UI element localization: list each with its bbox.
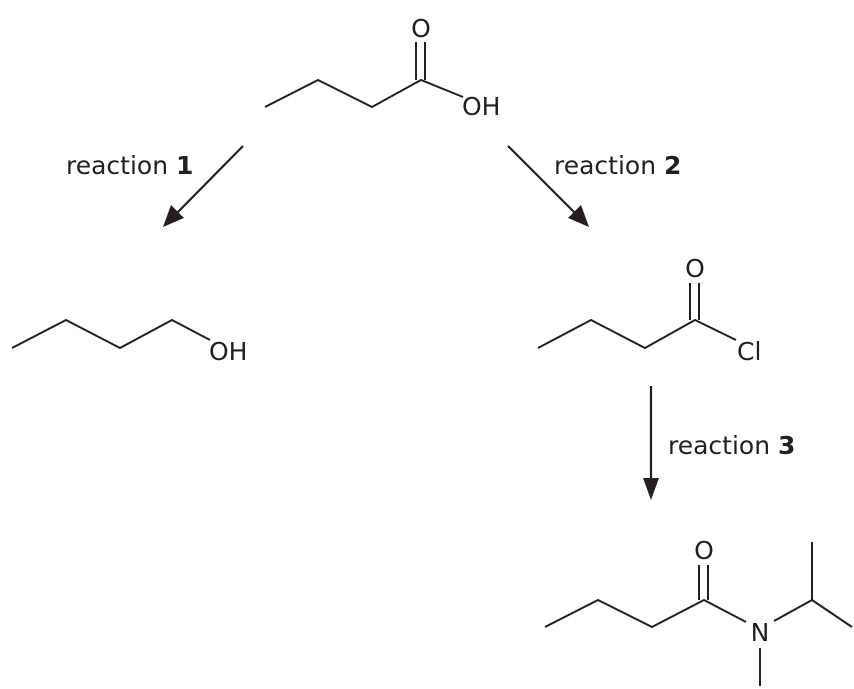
butanoyl-chloride-carbonyl-oxygen: O bbox=[685, 254, 705, 283]
butanol-hydroxyl: OH bbox=[209, 337, 247, 366]
amide-nitrogen: N bbox=[751, 618, 770, 647]
butanoic-acid-carbonyl-oxygen: O bbox=[411, 14, 431, 43]
butanol-chain bbox=[11, 318, 211, 350]
amide-structure: O N bbox=[544, 536, 853, 686]
reaction-1-number: 1 bbox=[176, 151, 193, 180]
reaction-2-arrowhead bbox=[568, 205, 589, 227]
reaction-3-number: 3 bbox=[778, 431, 795, 460]
butanoyl-chloride-chlorine: Cl bbox=[737, 337, 761, 366]
butanol-structure: OH bbox=[11, 318, 247, 366]
butanoic-acid-chain bbox=[264, 78, 464, 109]
reaction-1-arrow bbox=[163, 145, 244, 227]
reaction-1-arrowhead bbox=[163, 205, 184, 227]
reaction-2-label: reaction 2 bbox=[554, 151, 681, 180]
butanoic-acid-hydroxyl: OH bbox=[462, 92, 500, 121]
butanoyl-chloride-structure: O Cl bbox=[537, 254, 761, 366]
reaction-3-arrow bbox=[643, 386, 659, 500]
reaction-1-label: reaction 1 bbox=[66, 151, 193, 180]
reaction-3-label: reaction 3 bbox=[668, 431, 795, 460]
butanoic-acid-structure: O OH bbox=[264, 14, 500, 121]
amide-isopropyl-methyl-right bbox=[811, 599, 853, 628]
reaction-2-number: 2 bbox=[664, 151, 681, 180]
amide-n-isopropyl-bond bbox=[773, 599, 813, 622]
butanoyl-chloride-chain bbox=[537, 318, 737, 350]
amide-carbonyl-oxygen: O bbox=[694, 536, 714, 565]
amide-chain bbox=[544, 598, 747, 629]
reaction-3-arrowhead bbox=[643, 478, 659, 500]
reaction-2-arrow bbox=[507, 145, 589, 227]
